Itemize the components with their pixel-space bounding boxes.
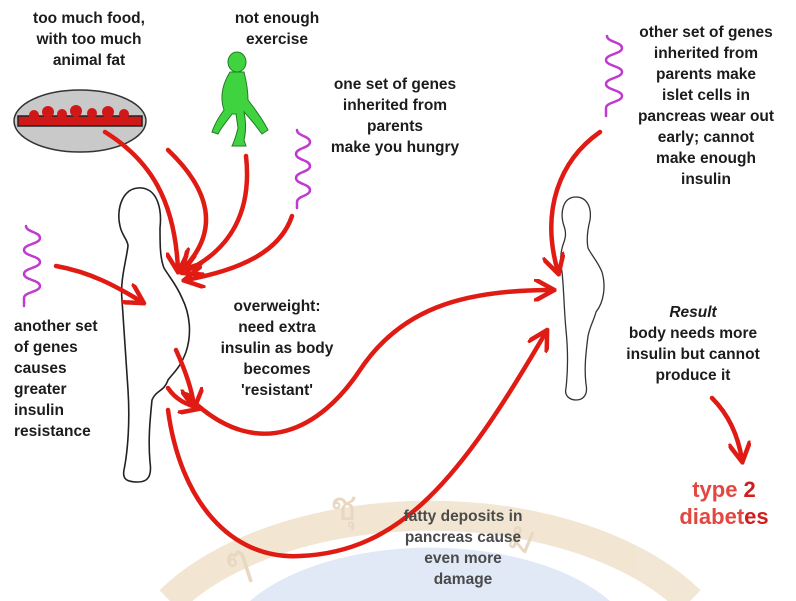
label-result: Result body needs more insulin but canno… xyxy=(608,302,778,386)
label-overweight: overweight: need extra insulin as body b… xyxy=(202,296,352,401)
result-title: Result xyxy=(608,302,778,323)
label-resistance-genes: another set of genes causes greater insu… xyxy=(14,316,114,442)
gene-coil-icon xyxy=(24,226,40,306)
label-hunger-genes: one set of genes inherited from parents … xyxy=(310,74,480,158)
gene-coil-icon xyxy=(606,36,622,116)
svg-text:ชุ: ชุ xyxy=(330,484,357,531)
label-type-2-diabetes: type 2 diabetes xyxy=(662,476,786,530)
plate-of-fatty-food-icon xyxy=(14,90,146,152)
label-fatty-deposits: fatty deposits in pancreas cause even mo… xyxy=(378,506,548,590)
gene-coil-icon xyxy=(296,130,310,208)
label-too-much-food: too much food, with too much animal fat xyxy=(14,8,164,71)
label-not-enough-exercise: not enough exercise xyxy=(212,8,342,50)
small-body-outline xyxy=(561,197,604,400)
label-islet-genes: other set of genes inherited from parent… xyxy=(622,22,790,190)
large-body-outline xyxy=(119,188,190,482)
walking-person-icon xyxy=(212,52,268,146)
